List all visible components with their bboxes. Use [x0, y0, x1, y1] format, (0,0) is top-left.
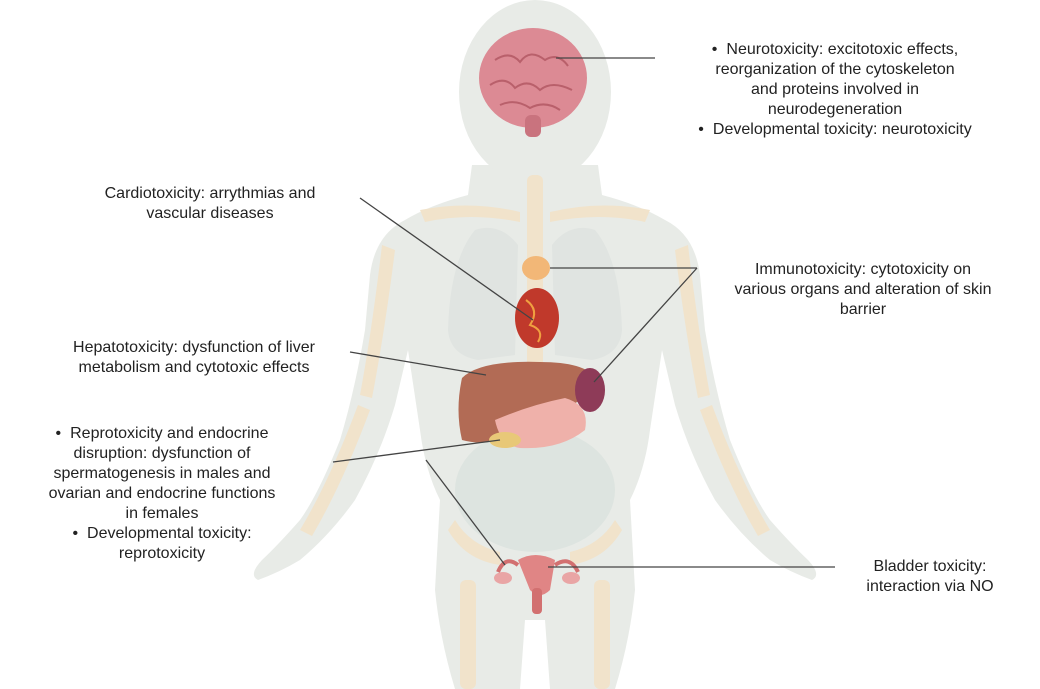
gallbladder-icon — [489, 432, 521, 448]
neuro-label: Neurotoxicity: excitotoxic effects, reor… — [645, 40, 1025, 140]
thyroid-icon — [522, 256, 550, 280]
neuro-bullet-2: Developmental toxicity: neurotoxicity — [645, 120, 1025, 140]
heart-icon — [515, 288, 559, 348]
neuro-bullet-1: Neurotoxicity: excitotoxic effects, reor… — [645, 40, 1025, 120]
repro-bullet-1: Reprotoxicity and endocrine disruption: … — [2, 424, 322, 524]
cardio-label: Cardiotoxicity: arrythmias and vascular … — [50, 184, 370, 224]
repro-bullet-2: Developmental toxicity: reprotoxicity — [2, 524, 322, 564]
hepato-label: Hepatotoxicity: dysfunction of liver met… — [24, 338, 364, 378]
repro-label: Reprotoxicity and endocrine disruption: … — [2, 424, 322, 564]
bladder-label: Bladder toxicity: interaction via NO — [830, 557, 1030, 597]
immuno-label: Immunotoxicity: cytotoxicity on various … — [698, 260, 1028, 320]
